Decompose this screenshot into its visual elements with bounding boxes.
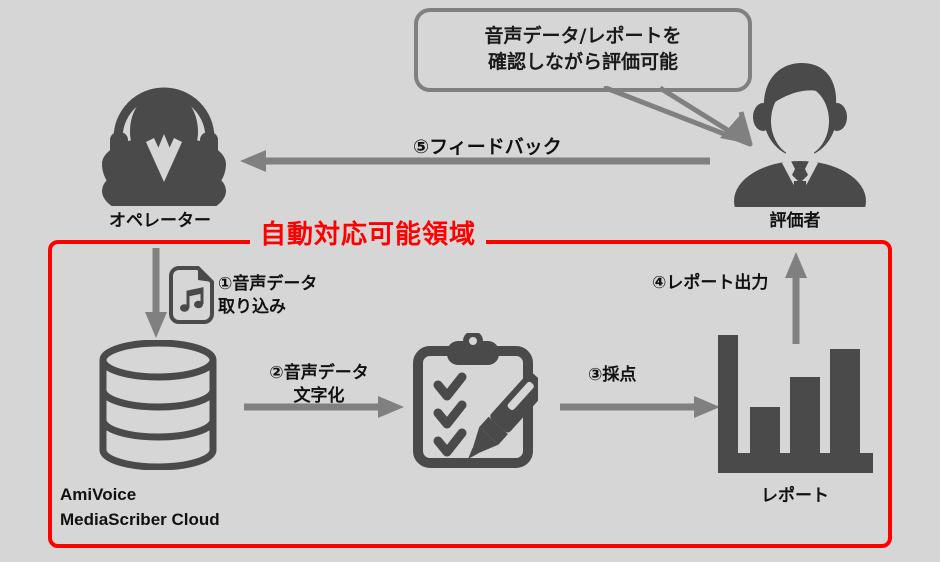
report-chart-icon (718, 335, 873, 473)
step-1-arrow (145, 248, 167, 338)
report-label: レポート (761, 486, 829, 506)
step-3-label: ③採点 (588, 365, 637, 385)
operator-label: オペレーター (109, 211, 211, 231)
feedback-arrow (240, 150, 710, 172)
speech-bubble-text: 音声データ/レポートを 確認しながら評価可能 (484, 25, 682, 73)
audio-file-icon (169, 266, 214, 324)
step-3-arrow (560, 396, 720, 418)
speech-bubble-tail (603, 86, 753, 147)
automation-region-title: 自動対応可能領域 (250, 219, 487, 249)
operator-icon (102, 87, 226, 206)
step-5-label: ⑤フィードバック (413, 136, 562, 158)
evaluator-icon (734, 63, 866, 207)
step-2-label: ②音声データ 文字化 (269, 363, 369, 406)
step-4-arrow (785, 252, 807, 344)
amivoice-label: AmiVoice MediaScriber Cloud (60, 485, 220, 529)
step-1-label: ①音声データ 取り込み (218, 274, 318, 317)
evaluator-label: 評価者 (769, 211, 821, 231)
speech-bubble: 音声データ/レポートを 確認しながら評価可能 (414, 8, 752, 92)
database-icon (99, 340, 217, 470)
clipboard-checklist-icon (413, 333, 538, 468)
step-4-label: ④レポート出力 (652, 273, 769, 293)
step-2-arrow (244, 396, 404, 418)
